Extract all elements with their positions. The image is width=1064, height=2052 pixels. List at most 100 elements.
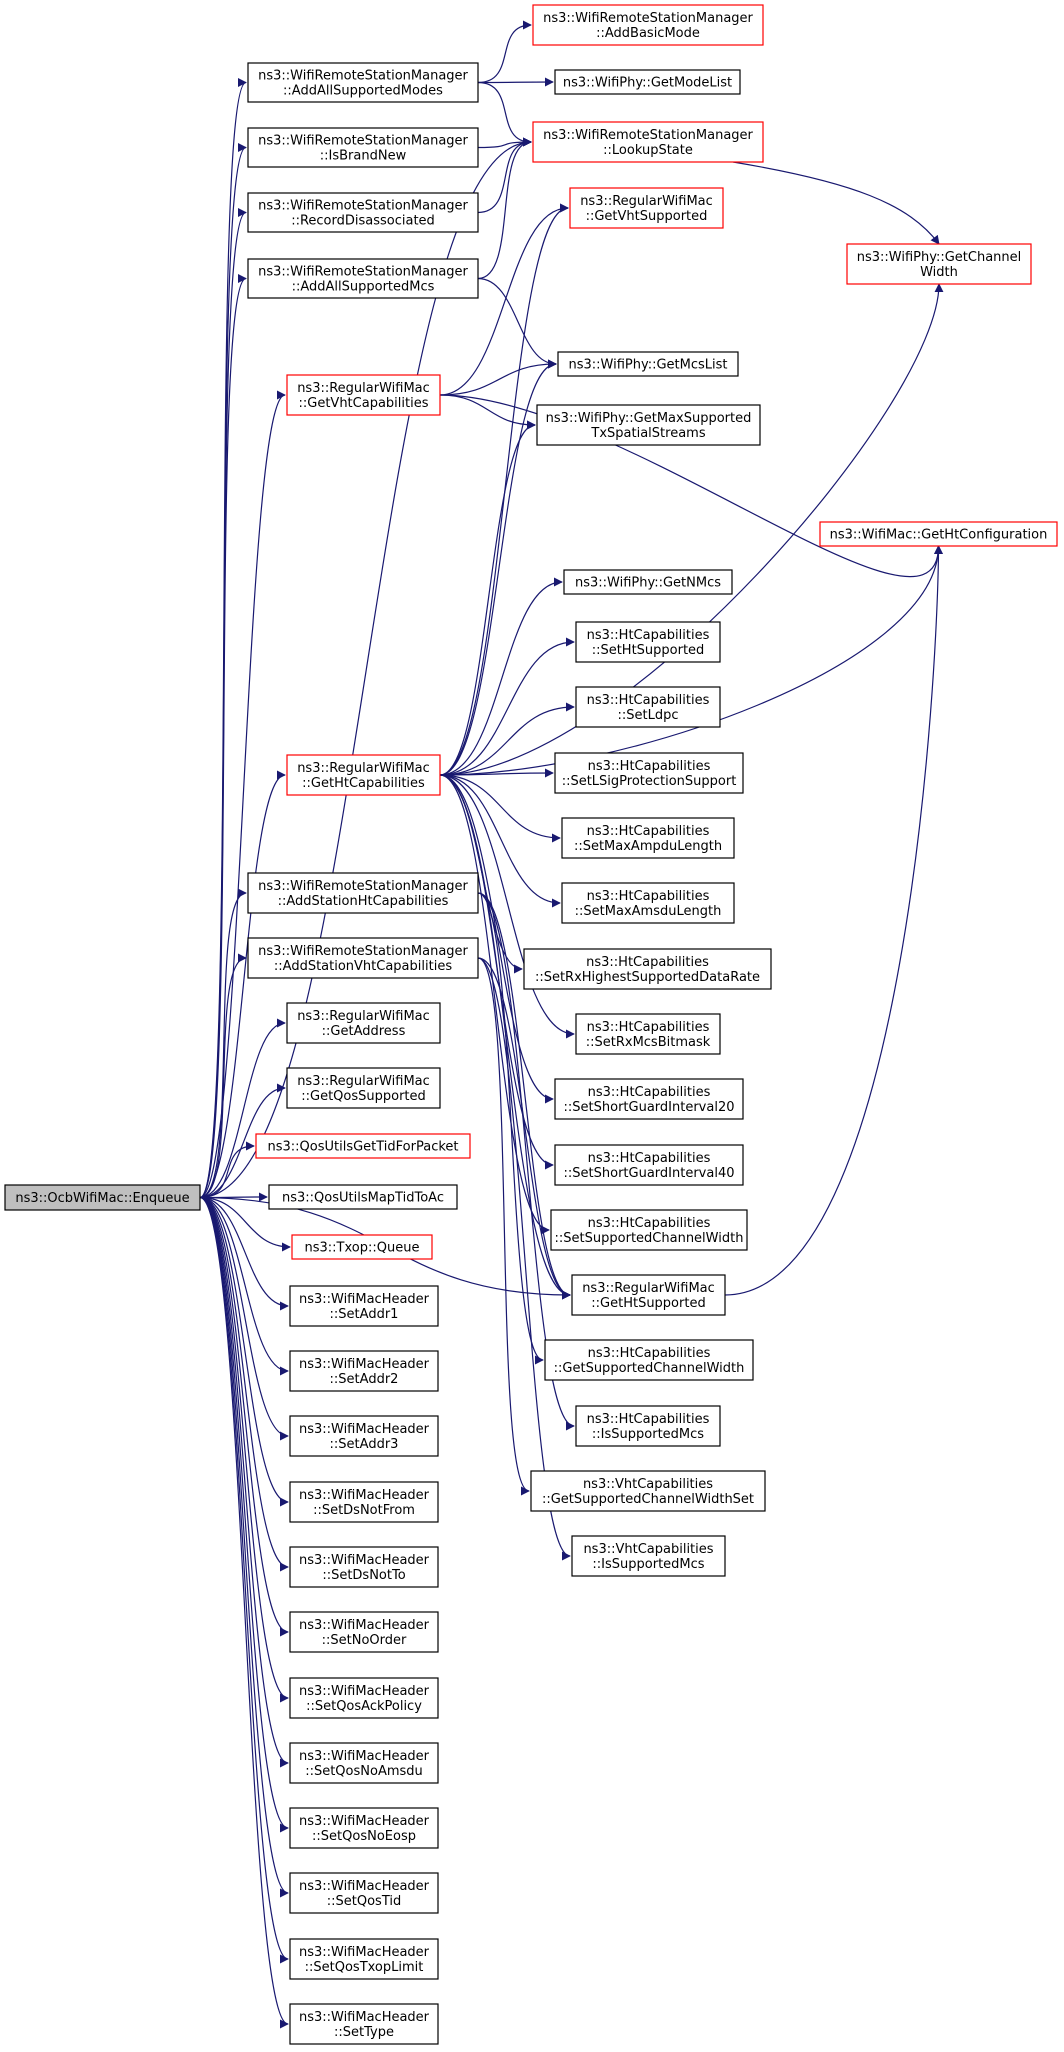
function-node-setShortGuardInterval20[interactable]: ns3::HtCapabilities::SetShortGuardInterv… xyxy=(554,1078,744,1120)
node-box xyxy=(289,1742,439,1784)
node-label-line: ::SetNoOrder xyxy=(322,1633,407,1648)
function-node-addStationHtCapabilities[interactable]: ns3::WifiRemoteStationManager::AddStatio… xyxy=(247,872,479,914)
function-node-htIsSupportedMcs[interactable]: ns3::HtCapabilities::IsSupportedMcs xyxy=(575,1405,721,1447)
function-node-setAddr1[interactable]: ns3::WifiMacHeader::SetAddr1 xyxy=(289,1285,439,1327)
node-label-line: ::SetMaxAmpduLength xyxy=(574,839,722,854)
function-node-setLSigProtectionSupport[interactable]: ns3::HtCapabilities::SetLSigProtectionSu… xyxy=(554,752,744,794)
call-edge-addStationHtCapabilities-to-htGetSupportedChannelWidth xyxy=(477,892,544,1365)
function-node-setQosNoAmsdu[interactable]: ns3::WifiMacHeader::SetQosNoAmsdu xyxy=(289,1742,439,1784)
function-node-setDsNotFrom[interactable]: ns3::WifiMacHeader::SetDsNotFrom xyxy=(289,1481,439,1523)
function-node-setSupportedChannelWidth[interactable]: ns3::HtCapabilities::SetSupportedChannel… xyxy=(550,1209,748,1251)
function-node-setQosAckPolicy[interactable]: ns3::WifiMacHeader::SetQosAckPolicy xyxy=(289,1677,439,1719)
node-label-line: ::SetQosAckPolicy xyxy=(306,1699,422,1714)
call-edge-enqueue-to-setDsNotTo xyxy=(199,1196,289,1572)
node-label-line: ns3::WifiMacHeader xyxy=(299,1618,430,1633)
function-node-getHtConfiguration[interactable]: ns3::WifiMac::GetHtConfiguration xyxy=(819,521,1058,547)
node-label-line: ns3::WifiRemoteStationManager xyxy=(258,69,468,84)
node-box xyxy=(286,1002,441,1044)
call-edge-getHtCapabilities-to-getMcsList xyxy=(439,359,557,776)
function-node-recordDisassociated[interactable]: ns3::WifiRemoteStationManager::RecordDis… xyxy=(247,192,479,233)
node-label-line: ns3::WifiMacHeader xyxy=(299,1488,430,1503)
function-node-vhtIsSupportedMcs[interactable]: ns3::VhtCapabilities::IsSupportedMcs xyxy=(571,1535,726,1577)
function-node-setShortGuardInterval40[interactable]: ns3::HtCapabilities::SetShortGuardInterv… xyxy=(554,1144,744,1186)
function-node-isBrandNew[interactable]: ns3::WifiRemoteStationManager::IsBrandNe… xyxy=(247,127,479,168)
call-edge-enqueue-to-qosUtilsGetTidForPacket xyxy=(199,1141,255,1199)
function-node-getMcsList[interactable]: ns3::WifiPhy::GetMcsList xyxy=(557,351,739,377)
node-label-line: ::SetSupportedChannelWidth xyxy=(555,1231,744,1246)
call-edge-getVhtCapabilities-to-getVhtSupported xyxy=(439,203,569,396)
function-node-txopQueue[interactable]: ns3::Txop::Queue xyxy=(291,1234,433,1260)
call-edge-enqueue-to-setAddr2 xyxy=(199,1196,289,1376)
function-node-getHtSupported[interactable]: ns3::RegularWifiMac::GetHtSupported xyxy=(571,1274,726,1316)
call-edge-addAllSupportedMcs-to-lookupState xyxy=(477,137,532,280)
function-node-qosUtilsMapTidToAc[interactable]: ns3::QosUtilsMapTidToAc xyxy=(268,1184,458,1210)
node-label-line: ::GetSupportedChannelWidth xyxy=(554,1361,745,1376)
node-label-line: ns3::WifiMacHeader xyxy=(299,1814,430,1829)
call-edge-addStationHtCapabilities-to-htIsSupportedMcs xyxy=(477,892,575,1431)
function-node-getNMcs[interactable]: ns3::WifiPhy::GetNMcs xyxy=(563,569,733,595)
call-edge-enqueue-to-setAddr1 xyxy=(199,1196,289,1311)
function-node-getVhtSupported[interactable]: ns3::RegularWifiMac::GetVhtSupported xyxy=(569,187,724,229)
function-node-getMaxSupportedTx[interactable]: ns3::WifiPhy::GetMaxSupportedTxSpatialSt… xyxy=(536,404,761,446)
node-label-line: ::SetAddr3 xyxy=(330,1437,399,1452)
node-label-line: ::SetShortGuardInterval20 xyxy=(564,1100,735,1115)
function-node-setLdpc[interactable]: ns3::HtCapabilities::SetLdpc xyxy=(575,686,721,728)
node-label-line: ::SetAddr2 xyxy=(330,1372,399,1387)
function-node-setAddr2[interactable]: ns3::WifiMacHeader::SetAddr2 xyxy=(289,1350,439,1392)
function-node-setMaxAmpduLength[interactable]: ns3::HtCapabilities::SetMaxAmpduLength xyxy=(561,817,735,859)
function-node-setAddr3[interactable]: ns3::WifiMacHeader::SetAddr3 xyxy=(289,1415,439,1457)
function-node-setRxHighestSupportedDataRate[interactable]: ns3::HtCapabilities::SetRxHighestSupport… xyxy=(523,948,772,990)
call-edge-addAllSupportedModes-to-lookupState xyxy=(477,81,532,147)
node-label-line: ns3::WifiRemoteStationManager xyxy=(258,944,468,959)
function-node-addStationVhtCapabilities[interactable]: ns3::WifiRemoteStationManager::AddStatio… xyxy=(247,937,479,979)
node-box xyxy=(286,1067,441,1109)
function-node-getHtCapabilities[interactable]: ns3::RegularWifiMac::GetHtCapabilities xyxy=(286,754,441,796)
node-label-line: ::AddAllSupportedMcs xyxy=(292,280,435,295)
call-edge-addStationVhtCapabilities-to-vhtIsSupportedMcs xyxy=(477,957,571,1561)
function-node-qosUtilsGetTidForPacket[interactable]: ns3::QosUtilsGetTidForPacket xyxy=(255,1133,471,1159)
node-box xyxy=(289,1611,439,1653)
function-node-addAllSupportedModes[interactable]: ns3::WifiRemoteStationManager::AddAllSup… xyxy=(247,62,479,103)
function-node-setQosTxopLimit[interactable]: ns3::WifiMacHeader::SetQosTxopLimit xyxy=(289,1938,439,1980)
function-node-setQosTid[interactable]: ns3::WifiMacHeader::SetQosTid xyxy=(289,1872,439,1914)
call-edge-enqueue-to-setQosNoEosp xyxy=(199,1196,289,1833)
node-label-line: ::SetLdpc xyxy=(617,708,678,723)
node-label-line: ns3::WifiRemoteStationManager xyxy=(258,879,468,894)
node-box xyxy=(523,948,772,990)
node-box xyxy=(571,1274,726,1316)
node-label-line: ns3::OcbWifiMac::Enqueue xyxy=(15,1191,189,1206)
node-label-line: ::GetSupportedChannelWidthSet xyxy=(542,1492,754,1507)
function-node-getQosSupported[interactable]: ns3::RegularWifiMac::GetQosSupported xyxy=(286,1067,441,1109)
node-label-line: ns3::WifiPhy::GetMaxSupported xyxy=(546,411,752,426)
function-node-getModeList[interactable]: ns3::WifiPhy::GetModeList xyxy=(554,69,741,95)
function-node-addBasicMode[interactable]: ns3::WifiRemoteStationManager::AddBasicM… xyxy=(532,4,764,46)
call-edge-getHtCapabilities-to-getChannelWidth xyxy=(439,283,944,776)
function-node-setDsNotTo[interactable]: ns3::WifiMacHeader::SetDsNotTo xyxy=(289,1546,439,1588)
function-node-setMaxAmsduLength[interactable]: ns3::HtCapabilities::SetMaxAmsduLength xyxy=(561,882,735,924)
call-edge-addStationHtCapabilities-to-getHtSupported xyxy=(477,892,571,1300)
function-node-addAllSupportedMcs[interactable]: ns3::WifiRemoteStationManager::AddAllSup… xyxy=(247,258,479,299)
function-node-setHtSupported[interactable]: ns3::HtCapabilities::SetHtSupported xyxy=(575,621,721,663)
call-edge-getVhtCapabilities-to-getHtConfiguration xyxy=(439,394,943,578)
function-node-setNoOrder[interactable]: ns3::WifiMacHeader::SetNoOrder xyxy=(289,1611,439,1653)
node-box xyxy=(289,1415,439,1457)
function-node-setRxMcsBitmask[interactable]: ns3::HtCapabilities::SetRxMcsBitmask xyxy=(575,1013,721,1055)
function-node-lookupState[interactable]: ns3::WifiRemoteStationManager::LookupSta… xyxy=(532,121,764,163)
node-label-line: ns3::HtCapabilities xyxy=(587,1020,710,1035)
function-node-htGetSupportedChannelWidth[interactable]: ns3::HtCapabilities::GetSupportedChannel… xyxy=(544,1339,754,1381)
node-label-line: ::GetQosSupported xyxy=(301,1089,426,1104)
call-edge-enqueue-to-setQosTid xyxy=(199,1196,289,1898)
function-node-getVhtCapabilities[interactable]: ns3::RegularWifiMac::GetVhtCapabilities xyxy=(286,374,441,416)
node-box xyxy=(575,1013,721,1055)
function-node-setType[interactable]: ns3::WifiMacHeader::SetType xyxy=(289,2003,439,2045)
node-label-line: ::SetType xyxy=(334,2025,394,2040)
node-label-line: ns3::WifiMacHeader xyxy=(299,1357,430,1372)
node-label-line: ns3::RegularWifiMac xyxy=(297,1009,430,1024)
function-node-enqueue[interactable]: ns3::OcbWifiMac::Enqueue xyxy=(4,1184,201,1211)
node-box xyxy=(289,1285,439,1327)
node-label-line: ns3::RegularWifiMac xyxy=(297,381,430,396)
function-node-getAddress[interactable]: ns3::RegularWifiMac::GetAddress xyxy=(286,1002,441,1044)
function-node-setQosNoEosp[interactable]: ns3::WifiMacHeader::SetQosNoEosp xyxy=(289,1807,439,1849)
function-node-vhtGetSupportedChannelWidthSet[interactable]: ns3::VhtCapabilities::GetSupportedChanne… xyxy=(530,1470,766,1512)
